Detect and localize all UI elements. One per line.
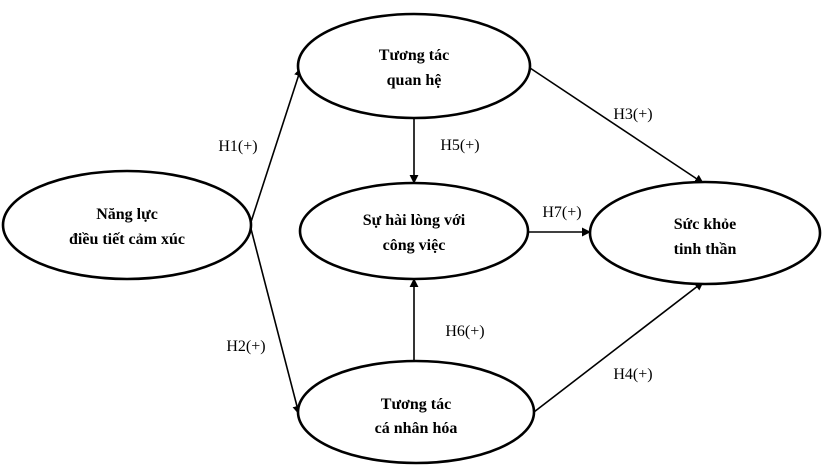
node-label-line2: cá nhân hóa xyxy=(375,420,458,437)
edge-labels: H1(+) H2(+) H3(+) H4(+) H5(+) H6(+) H7(+… xyxy=(218,106,652,383)
edge-h2 xyxy=(249,224,302,415)
edge-label-h6: H6(+) xyxy=(445,323,484,340)
node-relational-interaction: Tương tác quan hệ xyxy=(296,12,532,120)
node-ellipse xyxy=(1,169,253,281)
node-personalized-interaction: Tương tác cá nhân hóa xyxy=(296,359,536,465)
edges xyxy=(249,67,704,415)
node-ellipse xyxy=(296,359,536,465)
edge-label-h2: H2(+) xyxy=(226,338,265,355)
node-label-line2: điều tiết cảm xúc xyxy=(69,231,185,248)
edge-h3 xyxy=(529,67,704,184)
edge-label-h5: H5(+) xyxy=(440,137,479,154)
node-label-line1: Sức khỏe xyxy=(674,216,737,233)
edge-label-h7: H7(+) xyxy=(542,204,581,221)
node-ellipse xyxy=(588,180,822,286)
node-ellipse xyxy=(296,12,532,120)
edge-h4 xyxy=(533,281,704,413)
node-label-line2: công việc xyxy=(383,237,446,254)
node-label-line1: Sự hài lòng với xyxy=(363,212,466,229)
node-mental-health: Sức khỏe tinh thần xyxy=(588,180,822,286)
edge-label-h3: H3(+) xyxy=(613,106,652,123)
edge-label-h4: H4(+) xyxy=(613,366,652,383)
node-job-satisfaction: Sự hài lòng với công việc xyxy=(298,181,530,281)
node-label-line1: Tương tác xyxy=(381,396,451,413)
node-label-line1: Tương tác xyxy=(379,47,449,64)
edge-h1 xyxy=(249,67,303,226)
node-label-line2: quan hệ xyxy=(387,72,442,89)
node-ellipse xyxy=(298,181,530,281)
node-emotion-regulation: Năng lực điều tiết cảm xúc xyxy=(1,169,253,281)
edge-label-h1: H1(+) xyxy=(218,138,257,155)
node-label-line1: Năng lực xyxy=(96,206,158,223)
node-label-line2: tinh thần xyxy=(674,241,737,258)
